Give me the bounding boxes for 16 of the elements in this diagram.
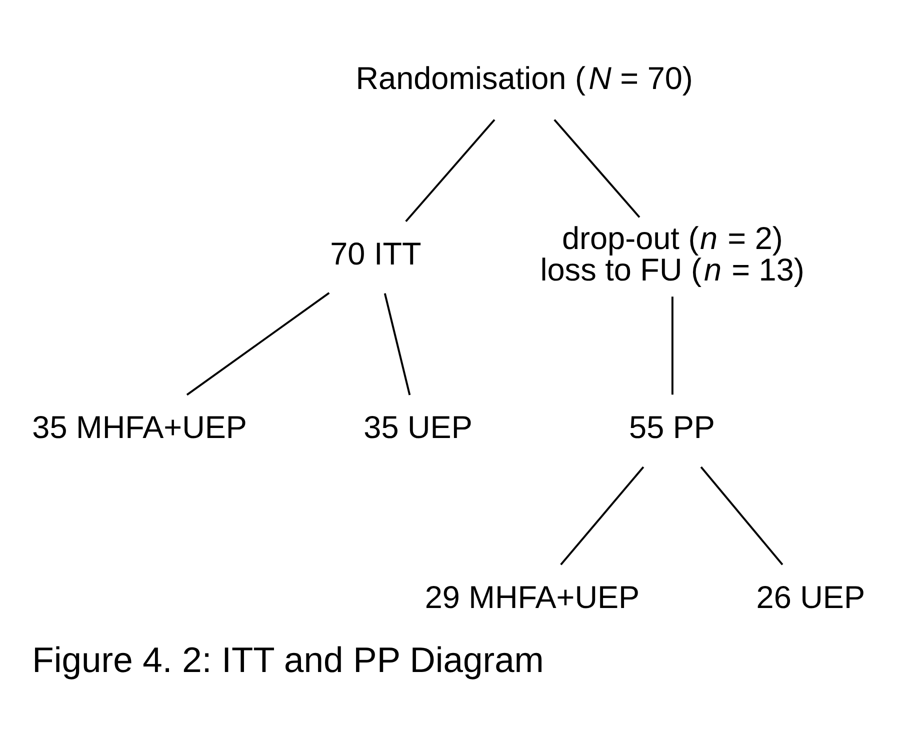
node-text: 26 UEP [756, 578, 866, 614]
connector [671, 296, 674, 394]
caption: Figure 4. 2: ITT and PP Diagram [32, 640, 544, 680]
node-text: 29 MHFA+UEP [424, 578, 640, 614]
node-text: 35 UEP [364, 408, 472, 445]
connector [384, 292, 411, 395]
connector [554, 118, 640, 218]
connector [405, 118, 496, 222]
node-text: 35 MHFA+UEP [32, 408, 247, 445]
connector [560, 466, 644, 565]
node-text: 55 PP [629, 408, 715, 445]
node-text: drop-out (n = 2) loss to FU (n = 13) [540, 219, 804, 287]
node-text: Randomisation (N = 70) [356, 59, 693, 96]
connector [700, 466, 784, 565]
node-text: 70 ITT [330, 235, 422, 272]
connector [186, 292, 330, 396]
